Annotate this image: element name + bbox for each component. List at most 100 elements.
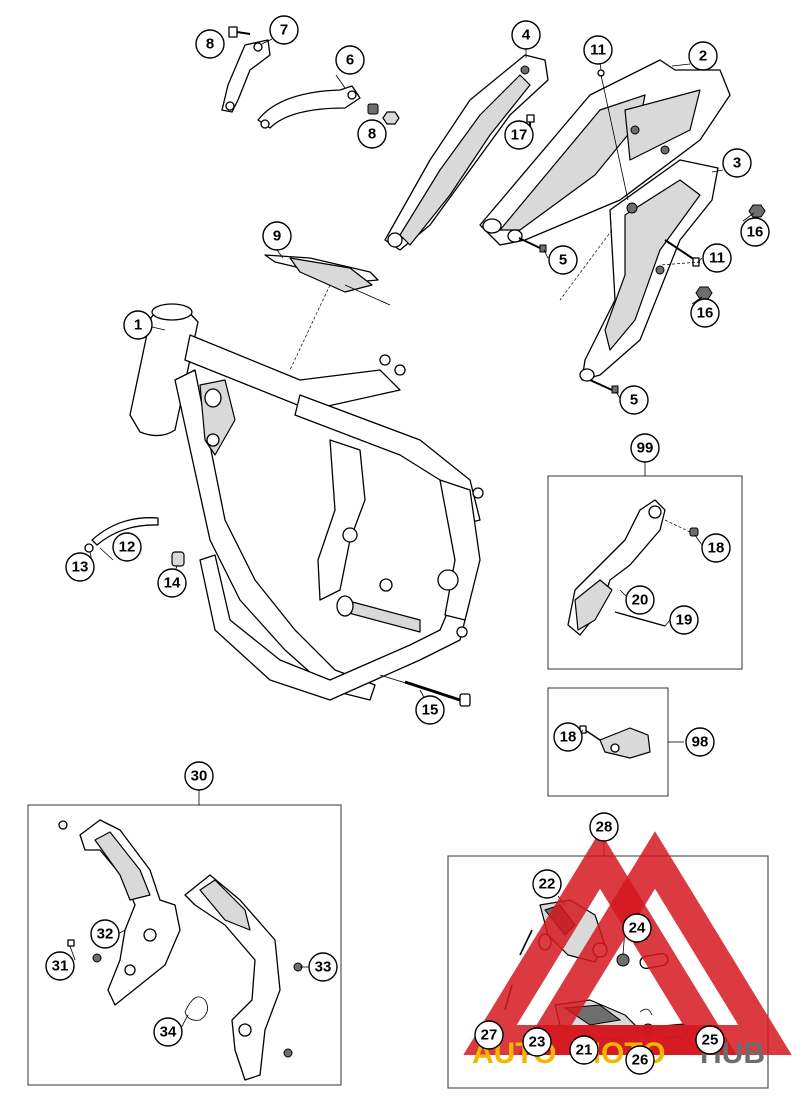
callout-3: 3 bbox=[722, 148, 752, 178]
callout-1: 1 bbox=[123, 310, 153, 340]
bracket-6 bbox=[257, 85, 361, 129]
callout-4: 4 bbox=[511, 20, 541, 50]
svg-text:11: 11 bbox=[709, 250, 725, 267]
svg-text:31: 31 bbox=[52, 958, 69, 975]
svg-text:23: 23 bbox=[529, 1034, 546, 1051]
callout-31: 31 bbox=[45, 951, 75, 981]
svg-text:27: 27 bbox=[481, 1027, 498, 1044]
callout-26: 26 bbox=[625, 1045, 655, 1075]
cable-tie-34 bbox=[184, 996, 208, 1021]
svg-text:1: 1 bbox=[134, 317, 142, 334]
callout-19: 19 bbox=[669, 605, 699, 635]
frame-main bbox=[129, 303, 484, 701]
bracket-7 bbox=[221, 39, 271, 113]
callout-28: 28 bbox=[589, 812, 619, 842]
svg-text:16: 16 bbox=[747, 224, 764, 241]
callout-2: 2 bbox=[688, 41, 718, 71]
callout-27: 27 bbox=[474, 1020, 504, 1050]
callout-16a: 16 bbox=[740, 217, 770, 247]
svg-text:16: 16 bbox=[697, 305, 714, 322]
svg-text:4: 4 bbox=[522, 27, 531, 44]
svg-text:25: 25 bbox=[702, 1032, 719, 1049]
callout-24: 24 bbox=[622, 913, 652, 943]
svg-text:28: 28 bbox=[596, 819, 613, 836]
small-hardware-31-33 bbox=[67, 939, 303, 1058]
svg-text:9: 9 bbox=[273, 228, 281, 245]
svg-text:14: 14 bbox=[164, 575, 181, 592]
nut-16b bbox=[695, 286, 713, 300]
svg-text:2: 2 bbox=[699, 48, 707, 65]
svg-text:12: 12 bbox=[119, 539, 136, 556]
footrest-pin-98 bbox=[579, 725, 651, 759]
callout-32: 32 bbox=[90, 919, 120, 949]
bolt-8a bbox=[228, 26, 251, 38]
subframe bbox=[479, 59, 731, 246]
callout-12: 12 bbox=[112, 532, 142, 562]
svg-text:5: 5 bbox=[630, 392, 638, 409]
svg-text:3: 3 bbox=[733, 155, 741, 172]
callout-7: 7 bbox=[269, 15, 299, 45]
svg-text:26: 26 bbox=[632, 1052, 649, 1069]
svg-text:7: 7 bbox=[280, 22, 288, 39]
svg-text:11: 11 bbox=[590, 42, 606, 59]
nut-8b bbox=[367, 103, 400, 125]
svg-text:13: 13 bbox=[72, 559, 89, 576]
bolt-5b bbox=[589, 379, 619, 394]
svg-text:98: 98 bbox=[692, 734, 709, 751]
bolt-15 bbox=[379, 674, 471, 707]
footrest-bracket-20 bbox=[567, 499, 699, 636]
side-piece bbox=[384, 54, 549, 251]
callout-99: 99 bbox=[630, 433, 660, 463]
subframe-side bbox=[579, 159, 719, 382]
callout-34: 34 bbox=[153, 1017, 183, 1047]
callout-21: 21 bbox=[569, 1035, 599, 1065]
callout-30: 30 bbox=[184, 761, 214, 791]
callout-9: 9 bbox=[262, 221, 292, 251]
cable-tie-12 bbox=[84, 517, 159, 553]
callout-20: 20 bbox=[625, 585, 655, 615]
svg-text:6: 6 bbox=[346, 52, 354, 69]
svg-text:8: 8 bbox=[206, 36, 214, 53]
svg-text:5: 5 bbox=[559, 252, 567, 269]
svg-text:99: 99 bbox=[637, 440, 654, 457]
callout-22: 22 bbox=[532, 869, 562, 899]
svg-text:30: 30 bbox=[191, 768, 208, 785]
svg-text:34: 34 bbox=[160, 1024, 177, 1041]
callout-25: 25 bbox=[695, 1025, 725, 1055]
callout-18b: 18 bbox=[553, 722, 583, 752]
svg-text:17: 17 bbox=[511, 127, 528, 144]
bushing-14 bbox=[171, 551, 185, 567]
callout-5a: 5 bbox=[548, 245, 578, 275]
box-30 bbox=[27, 804, 342, 1086]
callout-11b: 11 bbox=[702, 243, 732, 273]
callout-15: 15 bbox=[415, 695, 445, 725]
callout-98: 98 bbox=[685, 727, 715, 757]
svg-text:33: 33 bbox=[315, 959, 332, 976]
callout-14: 14 bbox=[157, 568, 187, 598]
callout-16b: 16 bbox=[690, 298, 720, 328]
svg-text:15: 15 bbox=[422, 702, 439, 719]
bracket-plate-9 bbox=[264, 254, 391, 306]
bolt-5a bbox=[518, 237, 547, 253]
callout-18a: 18 bbox=[701, 533, 731, 563]
svg-text:21: 21 bbox=[576, 1042, 593, 1059]
svg-text:20: 20 bbox=[632, 592, 649, 609]
frame-guard-right bbox=[184, 874, 281, 1081]
callout-17: 17 bbox=[504, 120, 534, 150]
svg-text:19: 19 bbox=[676, 612, 693, 629]
callout-6: 6 bbox=[335, 45, 365, 75]
svg-text:32: 32 bbox=[97, 926, 114, 943]
frame-guard-left-32 bbox=[58, 819, 181, 1006]
callout-23: 23 bbox=[522, 1027, 552, 1057]
svg-text:8: 8 bbox=[368, 126, 376, 143]
svg-text:22: 22 bbox=[539, 876, 556, 893]
callout-5b: 5 bbox=[619, 385, 649, 415]
callout-8a: 8 bbox=[195, 29, 225, 59]
svg-text:18: 18 bbox=[560, 729, 577, 746]
callout-8b: 8 bbox=[357, 119, 387, 149]
box-99 bbox=[547, 475, 743, 670]
callout-33: 33 bbox=[308, 952, 338, 982]
svg-text:24: 24 bbox=[629, 920, 646, 937]
callout-11a: 11 bbox=[583, 35, 613, 65]
